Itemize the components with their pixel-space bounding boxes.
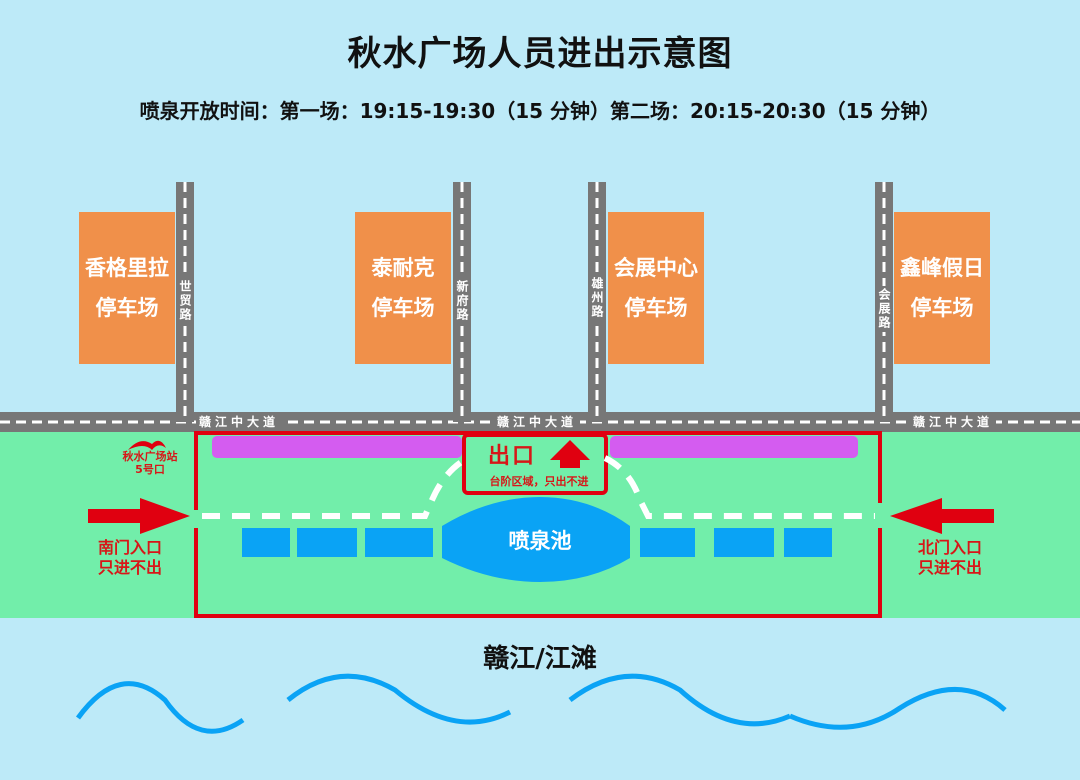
road-label-xiongzhou: 雄州路 [589, 275, 605, 321]
south-gate-rule: 只进不出 [97, 558, 162, 577]
parking-name: 泰耐克 [371, 256, 435, 280]
north-entry-arrow-icon [890, 498, 994, 534]
river-waves [75, 673, 1007, 734]
metro-station-label: 秋水广场站 5号口 [110, 450, 190, 476]
parking-name: 会展中心 [614, 256, 698, 280]
parking-type: 停车场 [910, 296, 974, 320]
road-label-ganjiang-2: 赣江中大道 [494, 415, 581, 429]
parking-type: 停车场 [95, 296, 159, 320]
parking-type: 停车场 [371, 296, 435, 320]
north-gate-name: 北门入口 [917, 538, 982, 557]
parking-lot-shangri-la: 香格里拉 停车场 [79, 212, 175, 364]
parking-name: 香格里拉 [85, 256, 169, 280]
parking-name: 鑫峰假日 [900, 256, 984, 280]
south-gate-label: 南门入口 只进不出 [80, 538, 180, 578]
south-entry-arrow-icon [88, 498, 190, 534]
steps-left [212, 436, 462, 458]
exit-title: 出口 [488, 444, 537, 469]
road-label-xinfu: 新府路 [454, 278, 470, 324]
river-label: 赣江/江滩 [483, 644, 597, 674]
north-gate-label: 北门入口 只进不出 [900, 538, 1000, 578]
fountain-schedule: 喷泉开放时间：第一场：19:15-19:30（15 分钟）第二场：20:15-2… [139, 99, 941, 123]
steps-right [610, 436, 858, 458]
pool-segments [242, 528, 832, 557]
metro-logo-icon [128, 440, 166, 450]
exit-note: 台阶区域，只出不进 [489, 475, 589, 488]
parking-lot-xinfeng-holiday: 鑫峰假日 停车场 [894, 212, 990, 364]
road-label-huizhan: 会展路 [876, 286, 892, 332]
exit-arrow-icon [550, 440, 590, 468]
parking-lot-tainaike: 泰耐克 停车场 [355, 212, 451, 364]
fountain-pool [442, 497, 630, 582]
station-exit: 5号口 [135, 463, 165, 476]
road-label-ganjiang-3: 赣江中大道 [910, 415, 997, 429]
south-gate-name: 南门入口 [97, 538, 162, 557]
parking-lot-expo-center: 会展中心 停车场 [608, 212, 704, 364]
vertical-roads [176, 182, 893, 422]
north-gate-rule: 只进不出 [917, 558, 982, 577]
road-label-ganjiang-1: 赣江中大道 [196, 415, 283, 429]
walking-path [202, 455, 875, 519]
road-label-shimao: 世贸路 [177, 278, 193, 324]
fountain-pool-label: 喷泉池 [508, 529, 572, 553]
page-title: 秋水广场人员进出示意图 [347, 34, 733, 74]
parking-type: 停车场 [624, 296, 688, 320]
station-name: 秋水广场站 [122, 450, 178, 463]
